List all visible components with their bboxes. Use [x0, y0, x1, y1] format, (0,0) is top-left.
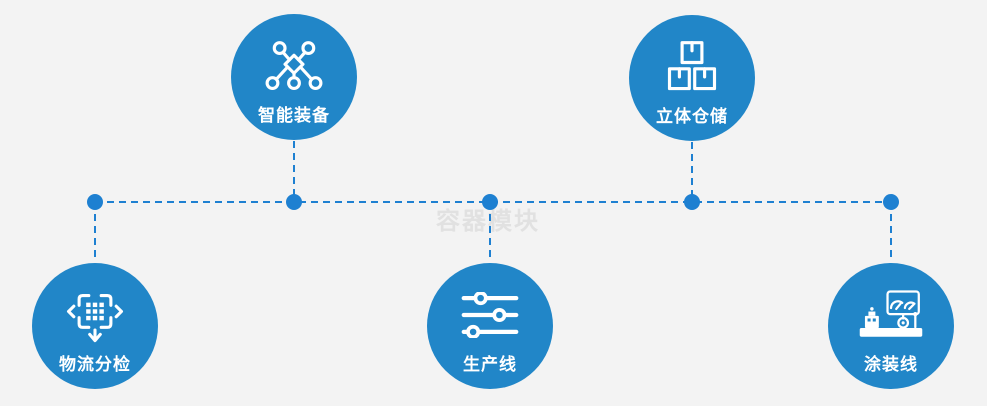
network-nodes-icon: [265, 35, 323, 97]
move-sort-icon: [65, 284, 125, 346]
node-label: 智能装备: [258, 105, 330, 125]
sliders-icon: [460, 284, 520, 346]
connector-dot: [883, 194, 899, 210]
machine-monitor-icon: [858, 284, 924, 346]
stacked-boxes-icon: [665, 36, 719, 98]
node-stereo-warehouse: 立体仓储: [629, 15, 755, 141]
node-label: 立体仓储: [656, 106, 728, 126]
node-production-line: 生产线: [427, 263, 553, 389]
connector-dot: [286, 194, 302, 210]
node-label: 涂装线: [864, 354, 918, 374]
watermark-text: 容器模块: [436, 208, 540, 235]
connector-dot: [684, 194, 700, 210]
node-smart-equipment: 智能装备: [231, 14, 357, 140]
node-label: 生产线: [463, 354, 517, 374]
node-coating-line: 涂装线: [828, 263, 954, 389]
node-logistics-sorting: 物流分检: [32, 263, 158, 389]
connector-dot: [482, 194, 498, 210]
connector-dot: [87, 194, 103, 210]
node-label: 物流分检: [59, 354, 131, 374]
